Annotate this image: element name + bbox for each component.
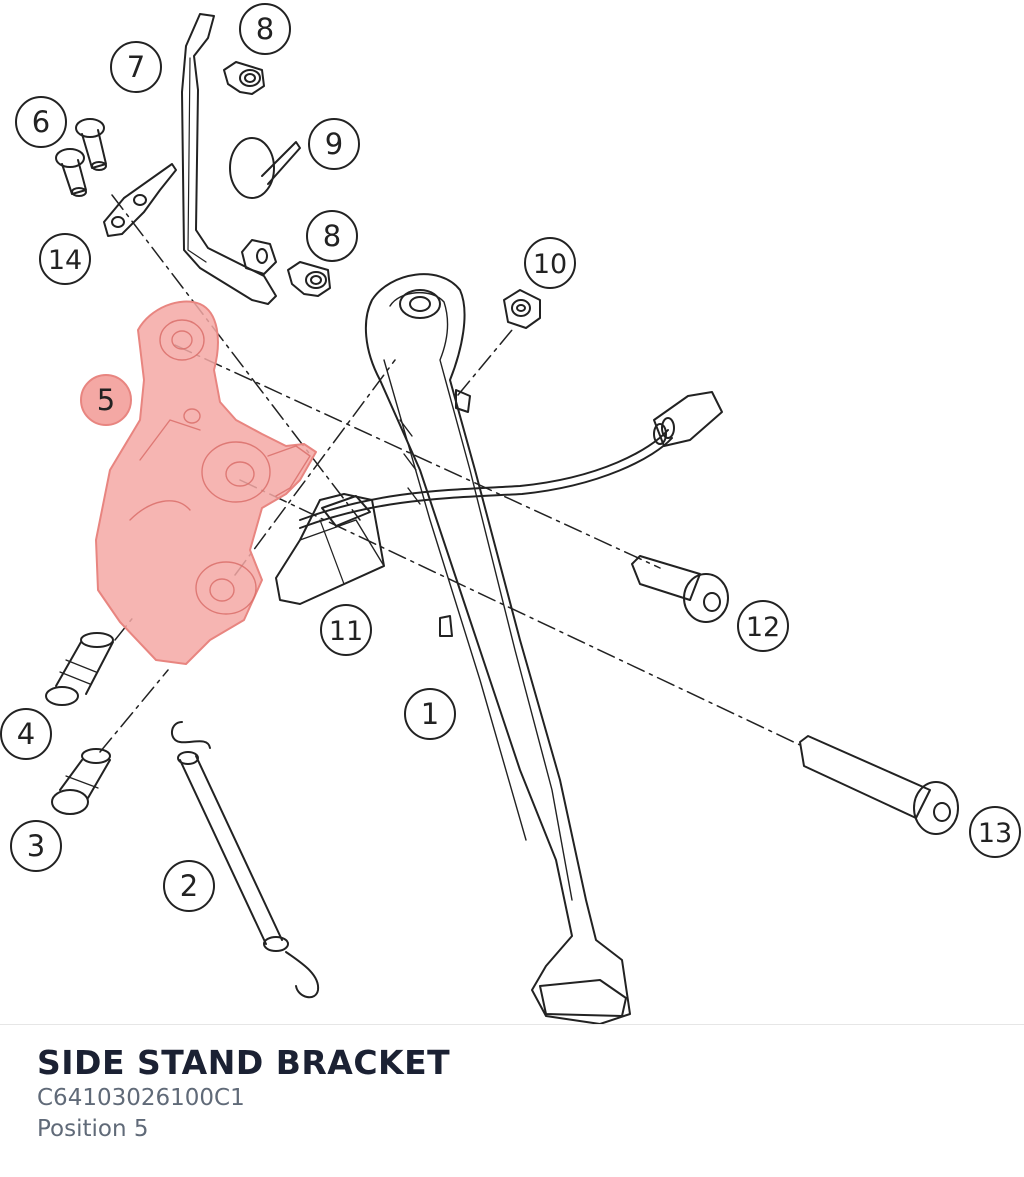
svg-text:1: 1 [421, 697, 439, 731]
svg-text:5: 5 [97, 383, 115, 417]
callout-1[interactable]: 1 [404, 688, 456, 740]
part-number: C64103026100C1 [37, 1085, 245, 1111]
callout-8-mid[interactable]: 8 [306, 210, 358, 262]
exploded-parts-diagram: 1 2 3 4 5 6 7 8 8 9 10 11 12 13 14 [0, 3, 1021, 1024]
bolt-13 [799, 735, 959, 835]
lock-nut-10 [503, 289, 541, 329]
callout-14[interactable]: 14 [39, 233, 91, 285]
callout-9[interactable]: 9 [308, 118, 360, 170]
divider [0, 1024, 1024, 1025]
callout-11[interactable]: 11 [320, 604, 372, 656]
callout-2[interactable]: 2 [163, 860, 215, 912]
svg-text:11: 11 [329, 616, 363, 647]
bushing-4 [45, 632, 114, 706]
spring-2 [171, 721, 320, 999]
part-caption: SIDE STAND BRACKET C64103026100C1 Positi… [37, 1043, 450, 1145]
callout-10[interactable]: 10 [524, 237, 576, 289]
sensor-bracket-7 [181, 13, 277, 305]
switch-cable [299, 391, 723, 529]
part-title: SIDE STAND BRACKET [37, 1043, 451, 1082]
callout-3[interactable]: 3 [10, 820, 62, 872]
bushing-3 [51, 748, 111, 815]
svg-text:14: 14 [48, 245, 82, 276]
part-position: Position 5 [37, 1116, 149, 1142]
flange-nut-8-mid [287, 261, 331, 297]
rivets-6 [55, 118, 107, 197]
svg-text:6: 6 [32, 105, 50, 139]
svg-text:4: 4 [17, 717, 35, 751]
callout-8-top[interactable]: 8 [239, 3, 291, 55]
svg-text:13: 13 [978, 818, 1012, 849]
svg-text:7: 7 [127, 50, 145, 84]
bolt-12 [631, 555, 729, 623]
highlighted-bracket-5 [95, 300, 317, 665]
plate-14 [103, 163, 177, 237]
callout-7[interactable]: 7 [110, 41, 162, 93]
svg-text:8: 8 [323, 219, 341, 253]
callout-5-active[interactable]: 5 [80, 374, 132, 426]
callout-4[interactable]: 4 [0, 708, 52, 760]
flange-nut-8-top [223, 61, 265, 95]
switch-block-11 [275, 493, 385, 605]
callout-6[interactable]: 6 [15, 96, 67, 148]
highlighted-bracket-5-details [129, 319, 311, 615]
callouts: 1 2 3 4 5 6 7 8 8 9 10 11 12 13 14 [0, 3, 1021, 912]
side-stand-1 [364, 273, 631, 1024]
cable-tie-9 [229, 137, 301, 199]
svg-text:3: 3 [27, 829, 45, 863]
svg-text:10: 10 [533, 249, 567, 280]
callout-12[interactable]: 12 [737, 600, 789, 652]
svg-text:2: 2 [180, 869, 198, 903]
svg-text:9: 9 [325, 127, 343, 161]
svg-text:12: 12 [746, 612, 780, 643]
svg-text:8: 8 [256, 12, 274, 46]
callout-13[interactable]: 13 [969, 806, 1021, 858]
